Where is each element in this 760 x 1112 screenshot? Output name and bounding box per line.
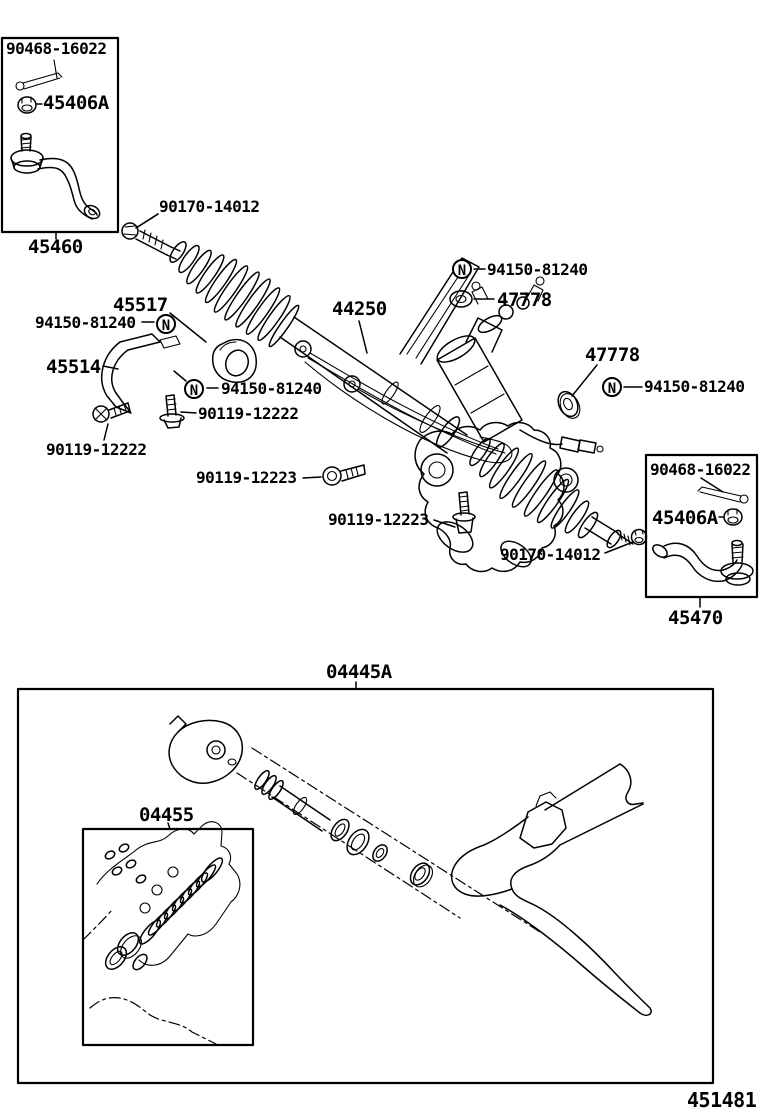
bolt-12222-left-drawing [92,402,131,423]
part-label-bolt-12223-a: 90119-12223 [196,468,297,487]
valve-kit-box-drawing [81,821,255,1047]
nut-symbol-icon: N [602,377,622,397]
gasket-kit-box-drawing [16,681,715,1085]
part-label-locknut-right: 90170-14012 [500,545,601,564]
part-label-valve-kit: 04455 [139,804,194,826]
part-label-cotter-pin-left: 90468-16022 [6,39,107,58]
part-label-nut-a: 94150-81240 [35,313,136,332]
bolt-12222-right-drawing [159,394,185,429]
right-boot-drawing [469,437,648,549]
nut-symbol-icon: N [452,259,472,279]
drawing-number: 451481 [687,1088,757,1112]
washer-right-drawing [557,390,581,419]
part-label-washer-b: 47778 [585,344,640,366]
part-label-castle-nut-left: 45406A [43,92,109,114]
nut-symbol-icon: N [156,314,176,334]
part-label-tie-rod-end-right: 45470 [668,607,723,629]
part-label-bolt-12222-b: 90119-12222 [46,440,147,459]
leader-lines [102,213,724,554]
part-label-gasket-kit: 04445A [326,661,392,683]
part-label-gear-assembly: 44250 [332,298,387,320]
part-label-nut-b: 94150-81240 [221,379,322,398]
washer-top-drawing [449,290,473,308]
grommet-drawing [211,338,257,383]
bolt-12223-upper-drawing [322,464,366,486]
part-label-tie-rod-end-left: 45460 [28,236,83,258]
part-label-washer-a: 47778 [497,289,552,311]
right-tie-rod-box-drawing [644,453,759,608]
part-label-locknut-left: 90170-14012 [159,197,260,216]
part-label-grommet: 45517 [113,294,168,316]
part-label-nut-d: 94150-81240 [644,377,745,396]
part-label-cotter-pin-right: 90468-16022 [650,460,751,479]
nut-symbol-icon: N [184,379,204,399]
left-tie-rod-box-drawing [0,36,120,240]
part-label-castle-nut-right: 45406A [652,507,718,529]
left-boot-drawing [169,241,300,348]
bolt-12223-lower-drawing [452,491,476,534]
part-label-nut-c: 94150-81240 [487,260,588,279]
gear-housing-drawing [414,416,579,573]
part-label-bolt-12223-b: 90119-12223 [328,510,429,529]
mount-bracket-drawing [100,333,181,414]
part-label-bracket: 45514 [46,356,101,378]
part-label-bolt-12222-a: 90119-12222 [198,404,299,423]
